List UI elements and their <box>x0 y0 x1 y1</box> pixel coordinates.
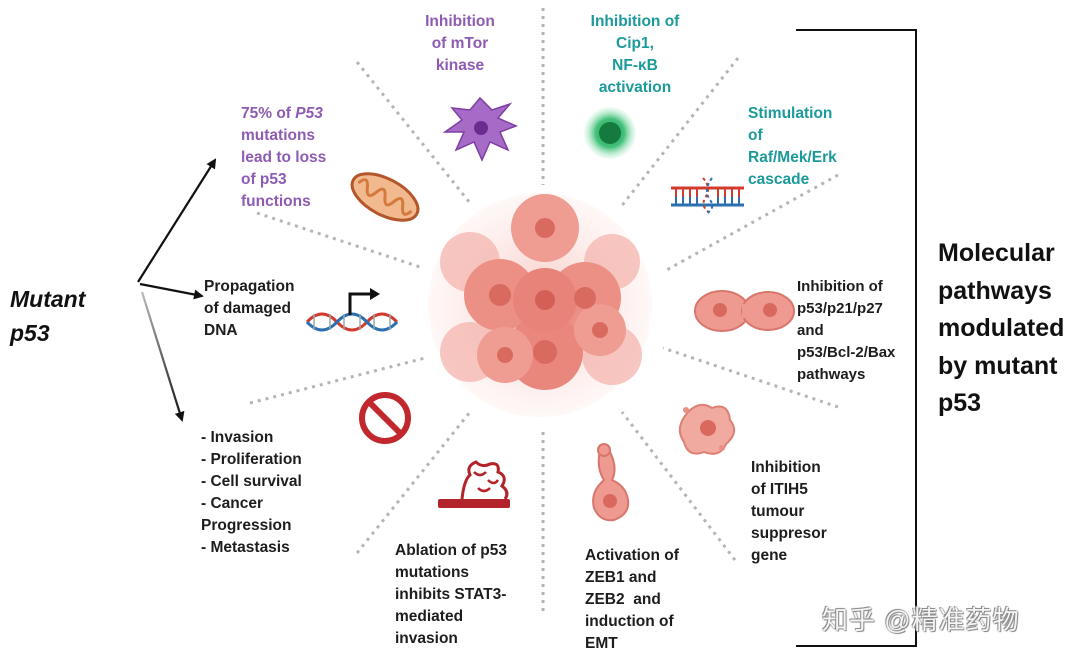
separator-line <box>355 61 472 204</box>
loss-line1: 75% of P53 <box>241 103 326 125</box>
p21-line1: Inhibition of <box>797 278 883 295</box>
mtor-line1: Inhibition <box>425 13 495 30</box>
mtor-line3: kinase <box>435 57 485 74</box>
irregular-cell-icon <box>678 403 736 455</box>
propagation-line2: of damaged <box>204 300 291 317</box>
dendritic-cell-icon <box>442 96 518 162</box>
separator-line <box>256 211 424 270</box>
zeb-line3: ZEB2 and <box>585 591 661 608</box>
molecular-pathways-title: Molecular pathways modulated by mutant p… <box>938 235 1064 423</box>
watermark: 知乎 @精准药物 <box>822 605 1020 635</box>
loss-of-function-label: 75% of P53 mutations lead to loss of p53… <box>241 103 326 213</box>
separator-line <box>249 356 426 405</box>
blood-vessel-icon <box>438 460 510 508</box>
radial-separators <box>249 8 839 612</box>
propagation-line3: DNA <box>204 322 238 339</box>
p21-line2: p53/p21/p27 <box>797 300 883 317</box>
itih5-line5: gene <box>751 547 788 564</box>
cip1-line3: NF-κB <box>612 57 658 74</box>
arrow-down <box>140 291 185 422</box>
stat3-line3: inhibits STAT3- <box>395 586 507 603</box>
cip1-label: Inhibition of Cip1, NF-κB activation <box>578 11 692 99</box>
dna-ladder-icon <box>671 177 744 215</box>
effects-list: - Invasion - Proliferation - Cell surviv… <box>201 427 302 559</box>
cip1-line4: activation <box>598 79 672 96</box>
mitochondrion-icon <box>350 172 420 222</box>
propagation-line1: Propagation <box>204 278 295 295</box>
p21-line4: p53/Bcl-2/Bax <box>797 344 896 361</box>
effects-item: - Proliferation <box>201 451 302 468</box>
itih5-line1: Inhibition <box>751 459 821 476</box>
raf-line2: of <box>748 127 763 144</box>
title-line3: modulated <box>938 314 1065 342</box>
arrow-up <box>137 158 217 283</box>
stat3-line4: mediated <box>395 608 464 625</box>
itih5-line2: of ITIH5 <box>751 481 808 498</box>
loss-line5: functions <box>241 193 311 210</box>
raf-line3: Raf/Mek/Erk <box>748 149 837 166</box>
separator-line <box>662 346 839 409</box>
effects-item: - Cancer <box>201 495 264 512</box>
migrating-cell-icon <box>592 443 630 522</box>
title-line5: p53 <box>938 389 982 417</box>
cip1-line2: Cip1, <box>616 35 654 52</box>
propagation-label: Propagation of damaged DNA <box>204 276 294 342</box>
mutant-p53-label: Mutant p53 <box>10 282 85 350</box>
itih5-line3: tumour <box>751 503 805 520</box>
bracket <box>796 29 917 647</box>
zeb-line5: EMT <box>585 635 618 652</box>
effects-item: Progression <box>201 517 292 534</box>
mtor-line2: of mTor <box>431 35 489 52</box>
loss-line2: mutations <box>241 127 316 144</box>
title-line1: Molecular <box>938 239 1055 267</box>
green-cell-icon <box>584 107 636 159</box>
itih5-line4: suppresor <box>751 525 827 542</box>
cip1-line1: Inhibition of <box>590 13 680 30</box>
mutant-label-line1: Mutant <box>10 286 86 312</box>
raf-label: Stimulation of Raf/Mek/Erk cascade <box>748 103 837 191</box>
mutant-label-line2: p53 <box>10 320 50 346</box>
dividing-cell-icon <box>694 290 795 332</box>
effects-item: - Cell survival <box>201 473 302 490</box>
separator-line <box>355 411 472 554</box>
stat3-line5: invasion <box>395 630 458 647</box>
p21-label: Inhibition of p53/p21/p27 and p53/Bcl-2/… <box>797 276 895 386</box>
title-line4: by mutant <box>938 351 1058 380</box>
mtor-label: Inhibition of mTor kinase <box>414 11 506 77</box>
raf-line4: cascade <box>748 171 810 188</box>
effects-item: - Invasion <box>201 429 274 446</box>
zeb-line1: Activation of <box>585 547 679 564</box>
arrow-middle <box>139 282 204 300</box>
prohibited-icon <box>359 392 411 444</box>
loss-line4: of p53 <box>241 171 287 188</box>
stat3-label: Ablation of p53 mutations inhibits STAT3… <box>395 540 507 650</box>
separator-line <box>662 173 839 274</box>
zeb-label: Activation of ZEB1 and ZEB2 and inductio… <box>585 545 679 655</box>
effects-item: - Metastasis <box>201 539 290 556</box>
dna-helix-icon <box>305 288 399 332</box>
stat3-line2: mutations <box>395 564 470 581</box>
mutant-arrows <box>137 158 217 422</box>
p21-line5: pathways <box>797 366 866 383</box>
loss-line1-pre: 75% of <box>241 105 296 122</box>
zeb-line4: induction of <box>585 613 674 630</box>
p21-line3: and <box>797 322 824 339</box>
loss-line1-gene: P53 <box>295 105 323 122</box>
itih5-label: Inhibition of ITIH5 tumour suppresor gen… <box>751 457 827 567</box>
raf-line1: Stimulation <box>748 105 833 122</box>
title-line2: pathways <box>938 276 1052 305</box>
tumor-mass-icon <box>428 193 652 417</box>
zeb-line2: ZEB1 and <box>585 569 657 586</box>
stat3-line1: Ablation of p53 <box>395 542 507 559</box>
loss-line3: lead to loss <box>241 149 327 166</box>
